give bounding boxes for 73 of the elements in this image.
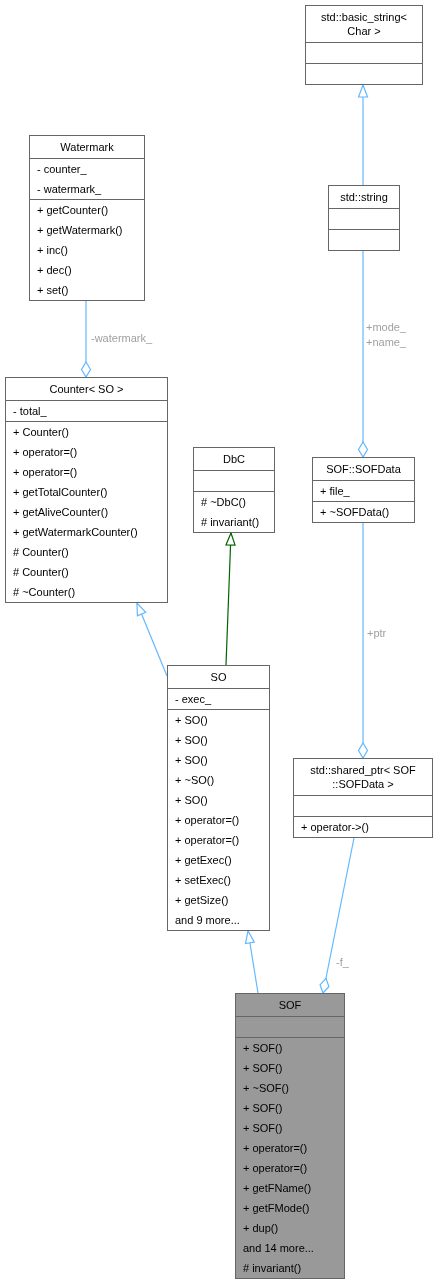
aggregation-line xyxy=(319,837,355,994)
class-box xyxy=(312,457,415,523)
class-box xyxy=(305,5,423,85)
member-text: + SOF() xyxy=(243,1061,283,1075)
member-text: + getAliveCounter() xyxy=(13,505,109,519)
member-text: and 14 more... xyxy=(243,1241,314,1255)
member-text: # invariant() xyxy=(201,515,260,529)
member-text: + SO() xyxy=(175,753,208,767)
class-name: SOF::SOFData xyxy=(325,462,402,477)
member-text: + getFName() xyxy=(243,1181,312,1195)
member-text: + dup() xyxy=(243,1221,279,1235)
class-name: DbC xyxy=(222,452,246,467)
class-box xyxy=(293,758,433,838)
member-text: + set() xyxy=(37,283,69,297)
class-name: SO xyxy=(209,670,228,685)
member-text: + getSize() xyxy=(175,893,229,907)
class-name: std::basic_string< Char > xyxy=(320,10,408,39)
member-text: + ~SOFData() xyxy=(320,505,390,519)
member-text: # invariant() xyxy=(243,1261,302,1275)
member-text: + ~SOF() xyxy=(243,1081,289,1095)
member-text: # Counter() xyxy=(13,565,69,579)
class-box xyxy=(235,993,345,1279)
member-text: and 9 more... xyxy=(175,913,240,927)
class-name: Watermark xyxy=(59,140,115,155)
member-text: + operator=() xyxy=(175,833,240,847)
class-box xyxy=(5,377,168,603)
member-text: # Counter() xyxy=(13,545,69,559)
aggregation-line xyxy=(357,522,369,759)
member-text: + operator=() xyxy=(243,1141,308,1155)
member-text: + getFMode() xyxy=(243,1201,310,1215)
class-name: SOF xyxy=(277,998,303,1013)
member-text: + file_ xyxy=(320,484,350,498)
member-text: + operator=() xyxy=(13,465,78,479)
member-text: + inc() xyxy=(37,243,68,257)
inheritance-arrow xyxy=(225,532,236,666)
member-text: + getWatermarkCounter() xyxy=(13,525,138,539)
member-text: + SO() xyxy=(175,733,208,747)
member-text: # ~DbC() xyxy=(201,495,246,509)
member-text: - watermark_ xyxy=(37,182,102,196)
member-text: + getTotalCounter() xyxy=(13,485,108,499)
member-text: + getCounter() xyxy=(37,203,109,217)
member-text: + operator=() xyxy=(243,1161,308,1175)
member-text: + operator=() xyxy=(175,813,240,827)
class-box xyxy=(328,185,400,251)
member-text: - total_ xyxy=(13,404,47,418)
member-text: + ~SO() xyxy=(175,773,215,787)
member-text: + SOF() xyxy=(243,1101,283,1115)
member-text: + getExec() xyxy=(175,853,232,867)
class-name: Counter< SO > xyxy=(48,382,125,397)
aggregation-line xyxy=(80,300,92,378)
member-text: - exec_ xyxy=(175,692,212,706)
member-text: - counter_ xyxy=(37,162,87,176)
member-text: + SO() xyxy=(175,793,208,807)
member-text: + SOF() xyxy=(243,1121,283,1135)
member-text: + operator->() xyxy=(301,820,369,834)
member-text: + SO() xyxy=(175,713,208,727)
member-text: + SOF() xyxy=(243,1041,283,1055)
class-box xyxy=(193,447,275,533)
class-box xyxy=(167,665,270,931)
edge-label: +mode_ +name_ xyxy=(366,320,410,350)
inheritance-arrow xyxy=(357,84,369,186)
inheritance-arrow xyxy=(136,602,168,677)
member-text: + dec() xyxy=(37,263,72,277)
member-text: + getWatermark() xyxy=(37,223,123,237)
inheritance-arrow xyxy=(244,930,259,994)
class-name: std::shared_ptr< SOF ::SOFData > xyxy=(309,763,417,792)
member-text: + operator=() xyxy=(13,445,78,459)
member-text: # ~Counter() xyxy=(13,585,76,599)
member-text: + setExec() xyxy=(175,873,231,887)
member-text: + Counter() xyxy=(13,425,69,439)
class-box xyxy=(29,135,145,301)
aggregation-line xyxy=(357,250,369,458)
class-name: std::string xyxy=(339,190,389,205)
